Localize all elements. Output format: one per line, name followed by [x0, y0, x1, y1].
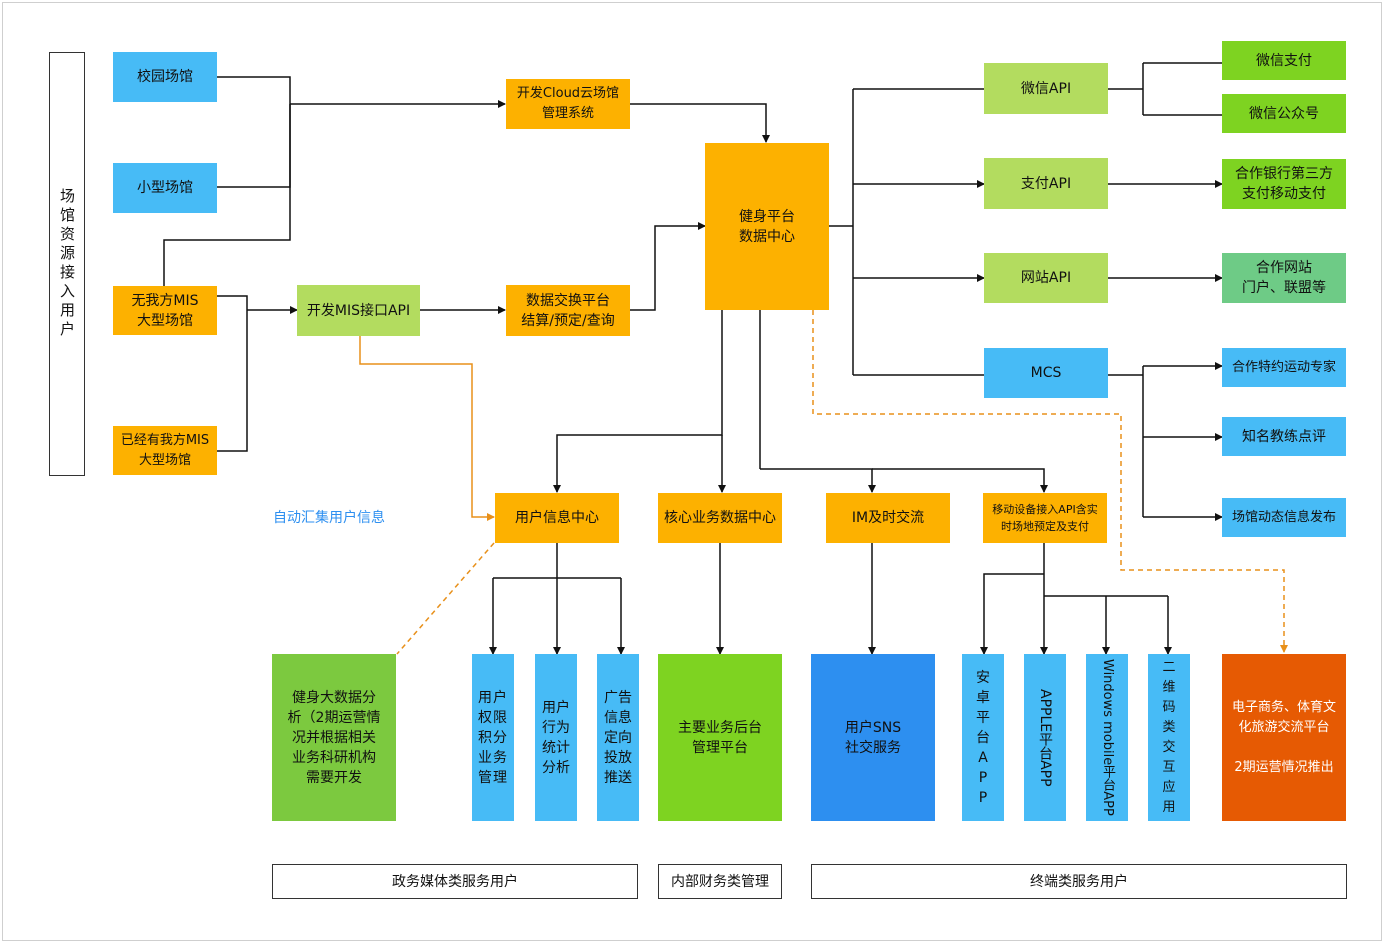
mobile-api-label: 移动设备接入API含实 时场地预定及支付: [992, 503, 1098, 533]
line-nomis-merge: [163, 104, 291, 286]
has-mis-venue-box: 已经有我方MIS 大型场馆: [113, 426, 217, 475]
coach-review-label: 知名教练点评: [1242, 428, 1326, 445]
small-venue-label: 小型场馆: [137, 180, 193, 196]
im-box: IM及时交流: [826, 493, 950, 543]
user-info-center-label: 用户信息中心: [515, 510, 599, 526]
user-sns-box: 用户SNS 社交服务: [811, 654, 935, 821]
finance-group-box: 内部财务类管理: [658, 864, 782, 899]
coach-review-box: 知名教练点评: [1222, 417, 1346, 456]
qrcode-app-box: 二维码类交互应用: [1148, 654, 1190, 821]
arrow-to-im: [760, 468, 876, 493]
terminal-group-label: 终端类服务用户: [1030, 873, 1128, 890]
wechat-public-label: 微信公众号: [1249, 105, 1319, 122]
apple-app-label: APPLE平台APP: [1037, 688, 1053, 787]
auto-collect-note: 自动汇集用户信息: [273, 510, 385, 526]
line-hasmis-to-api: [217, 310, 248, 452]
no-mis-venue-box: 无我方MIS 大型场馆: [113, 286, 217, 335]
android-app-box: 安卓平台APP: [962, 654, 1004, 821]
pay-api-box: 支付API: [984, 158, 1108, 209]
line-nomis-to-api: [217, 295, 248, 310]
gov-media-group-label: 政务媒体类服务用户: [392, 873, 518, 890]
bank-payment-box: 合作银行第三方 支付移动支付: [1222, 159, 1346, 209]
mobile-api-box: 移动设备接入API含实 时场地预定及支付: [983, 493, 1107, 543]
wechat-pay-label: 微信支付: [1256, 52, 1312, 69]
terminal-group-box: 终端类服务用户: [811, 864, 1347, 899]
finance-group-label: 内部财务类管理: [671, 873, 769, 890]
wechat-pay-box: 微信支付: [1222, 41, 1346, 80]
partner-website-label: 合作网站 门户、联盟等: [1242, 260, 1326, 296]
bank-payment-label: 合作银行第三方 支付移动支付: [1235, 166, 1333, 202]
line-small-merge: [217, 104, 291, 188]
user-permission-label: 用户权限积分业务管理: [478, 689, 508, 786]
core-data-center-label: 核心业务数据中心: [664, 510, 776, 526]
big-data-analysis-box: 健身大数据分 析（2期运营情 况并根据相关 业务科研机构 需要开发: [272, 654, 396, 821]
cloud-system-label: 开发Cloud云场馆 管理系统: [516, 86, 620, 121]
pay-api-label: 支付API: [1020, 175, 1072, 192]
wechat-api-label: 微信API: [1020, 80, 1072, 97]
arrow-hub-to-user-info: [553, 310, 723, 493]
sports-expert-box: 合作特约运动专家: [1222, 348, 1346, 387]
wechat-public-box: 微信公众号: [1222, 94, 1346, 133]
site-api-label: 网站API: [1020, 270, 1072, 286]
sports-expert-label: 合作特约运动专家: [1231, 359, 1336, 375]
windows-app-box: Windows mobile平台APP: [1086, 654, 1128, 821]
small-venue-box: 小型场馆: [113, 163, 217, 213]
fitness-data-center-box: 健身平台 数据中心: [705, 143, 829, 310]
arrow-to-android: [980, 573, 1044, 655]
user-behavior-box: 用户行为统计分析: [535, 654, 577, 821]
big-data-analysis-label: 健身大数据分 析（2期运营情 况并根据相关 业务科研机构 需要开发: [287, 689, 381, 786]
partner-website-box: 合作网站 门户、联盟等: [1222, 253, 1346, 303]
ecommerce-platform-label: 电子商务、体育文 化旅游交流平台 2期运营情况推出: [1231, 699, 1336, 775]
mcs-label: MCS: [1030, 365, 1062, 381]
campus-venue-box: 校园场馆: [113, 52, 217, 102]
ecommerce-platform-box: 电子商务、体育文 化旅游交流平台 2期运营情况推出: [1222, 654, 1346, 821]
campus-venue-label: 校园场馆: [137, 69, 193, 85]
data-exchange-label: 数据交换平台 结算/预定/查询: [521, 292, 615, 329]
mis-api-box: 开发MIS接口API: [297, 285, 420, 336]
business-backend-label: 主要业务后台 管理平台: [678, 719, 762, 756]
dashed-hub-to-ecommerce: [812, 310, 1288, 653]
site-api-box: 网站API: [984, 253, 1108, 303]
arrow-cloud-to-hub: [630, 103, 770, 143]
apple-app-box: APPLE平台APP: [1024, 654, 1066, 821]
android-app-label: 安卓平台APP: [976, 669, 990, 806]
has-mis-venue-label: 已经有我方MIS 大型场馆: [120, 432, 210, 468]
ad-push-label: 广告信息定向投放推送: [604, 689, 632, 786]
no-mis-venue-label: 无我方MIS 大型场馆: [131, 292, 199, 329]
mis-api-label: 开发MIS接口API: [306, 302, 411, 319]
arrow-to-mobile: [872, 468, 1048, 493]
gov-media-group-box: 政务媒体类服务用户: [272, 864, 638, 899]
arrow-exchange-to-hub: [630, 222, 706, 311]
cloud-system-box: 开发Cloud云场馆 管理系统: [506, 79, 630, 129]
core-data-center-box: 核心业务数据中心: [658, 493, 782, 543]
wechat-api-box: 微信API: [984, 63, 1108, 114]
user-permission-box: 用户权限积分业务管理: [472, 654, 514, 821]
data-exchange-box: 数据交换平台 结算/预定/查询: [506, 285, 630, 336]
dashed-userinfo-to-bigdata: [396, 542, 495, 655]
venue-access-users-label: 场馆资源接入用户: [58, 188, 76, 340]
venue-news-box: 场馆动态信息发布: [1222, 498, 1346, 537]
mcs-box: MCS: [984, 348, 1108, 398]
user-behavior-label: 用户行为统计分析: [542, 699, 570, 776]
user-sns-label: 用户SNS 社交服务: [844, 719, 902, 756]
line-campus-merge: [217, 76, 291, 104]
im-label: IM及时交流: [851, 510, 925, 526]
business-backend-box: 主要业务后台 管理平台: [658, 654, 782, 821]
user-info-center-box: 用户信息中心: [495, 493, 619, 543]
venue-access-users-panel: 场馆资源接入用户: [49, 52, 85, 476]
fitness-data-center-label: 健身平台 数据中心: [739, 208, 795, 245]
venue-news-label: 场馆动态信息发布: [1231, 509, 1336, 525]
windows-app-label: Windows mobile平台APP: [1100, 659, 1115, 816]
qrcode-app-label: 二维码类交互应用: [1162, 659, 1176, 815]
line-auto-collect: [359, 336, 495, 521]
ad-push-box: 广告信息定向投放推送: [597, 654, 639, 821]
